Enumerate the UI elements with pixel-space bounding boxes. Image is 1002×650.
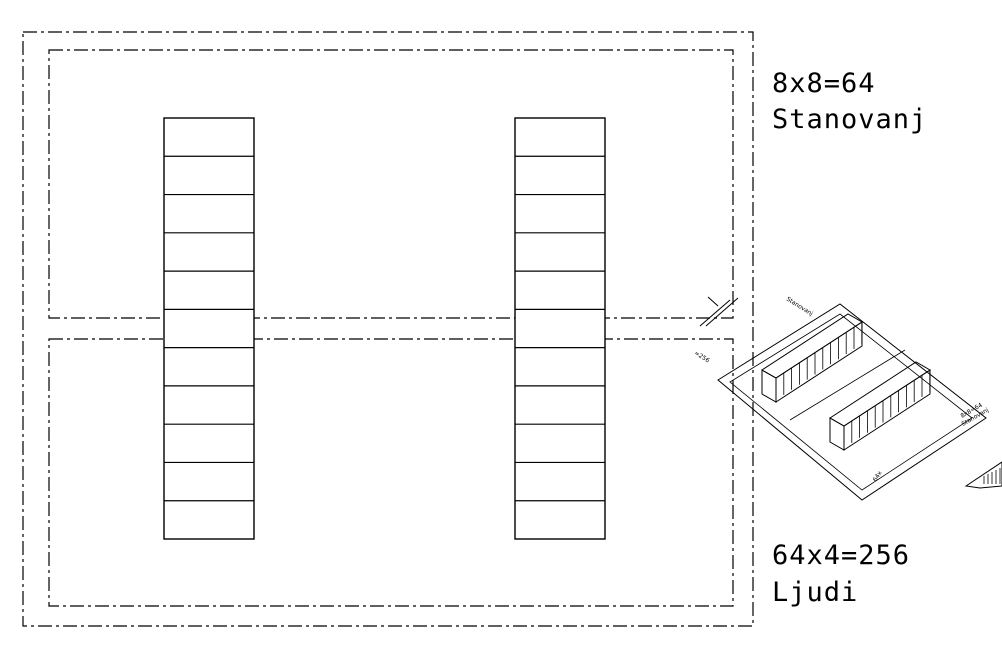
iso-block-2	[829, 361, 931, 451]
iso-site-outline	[717, 303, 987, 501]
building-block-left	[163, 117, 255, 540]
people-word-label: Ljudi	[772, 577, 859, 608]
people-formula-label: 64x4=256	[772, 540, 911, 571]
iso-block-1	[761, 313, 863, 403]
units-word-label: Stanovanj	[772, 104, 928, 135]
building-block-right	[514, 117, 606, 540]
isometric-thumbnail	[717, 303, 1002, 501]
block-outline	[163, 117, 255, 540]
iso-label-a: Stanovanj	[785, 296, 814, 318]
iso-label-e: 64x	[872, 469, 884, 483]
iso-partial-element	[964, 461, 1002, 489]
lower-parcel-boundary	[48, 338, 734, 607]
units-formula-label: 8x8=64	[772, 68, 876, 99]
upper-parcel-boundary	[48, 49, 734, 319]
iso-partial-ticks	[983, 468, 1001, 484]
block-outline	[514, 117, 606, 540]
break-mark	[699, 296, 739, 327]
iso-divider	[789, 349, 906, 421]
iso-site-inner	[729, 313, 973, 491]
outer-site-boundary	[22, 31, 754, 627]
iso-label-d: =256	[693, 350, 711, 365]
